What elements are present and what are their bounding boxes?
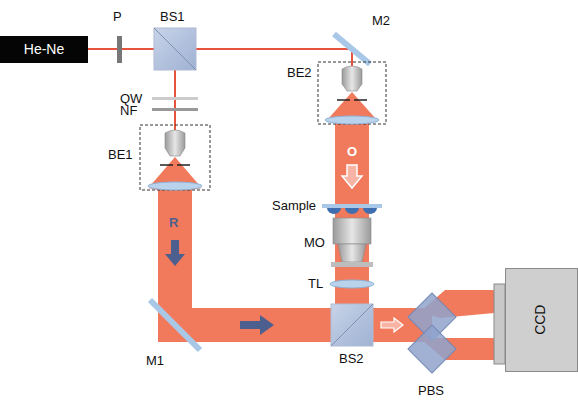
beam-arrow bbox=[342, 165, 362, 188]
part-label: MO bbox=[304, 236, 325, 250]
polarizer bbox=[117, 36, 122, 63]
laser-source: He-Ne bbox=[0, 36, 88, 63]
part-label: BE1 bbox=[108, 148, 133, 162]
mirror bbox=[334, 34, 370, 64]
part-label: P bbox=[113, 10, 122, 24]
beam-splitter-face bbox=[154, 28, 196, 70]
part-label: PBS bbox=[418, 384, 444, 398]
objective bbox=[342, 66, 362, 91]
pinhole bbox=[354, 99, 367, 101]
part-label: BS2 bbox=[339, 352, 364, 366]
beam-splitter bbox=[154, 28, 196, 70]
sample-slide bbox=[322, 204, 382, 208]
part-label: R bbox=[169, 216, 178, 230]
pinhole bbox=[160, 164, 173, 166]
beam-arrow bbox=[381, 318, 403, 332]
pinhole bbox=[337, 99, 350, 101]
tube-lens bbox=[330, 280, 374, 288]
pinhole bbox=[177, 164, 190, 166]
objective bbox=[165, 130, 185, 156]
beam-expander bbox=[140, 125, 210, 190]
node-text: He-Ne bbox=[24, 42, 64, 57]
part-label: NF bbox=[120, 104, 137, 118]
sample bbox=[327, 208, 377, 214]
beam-arrow bbox=[240, 315, 274, 335]
beam-expander bbox=[318, 62, 386, 124]
part-label: BE2 bbox=[287, 66, 312, 80]
microscope-objective bbox=[331, 262, 373, 267]
part-label: Sample bbox=[272, 199, 316, 213]
node-text: CCD bbox=[534, 305, 549, 335]
part-label: M1 bbox=[146, 354, 164, 368]
lens bbox=[148, 182, 202, 190]
polarizing-beam-splitter bbox=[408, 325, 456, 373]
lens bbox=[325, 116, 379, 124]
mirror bbox=[150, 300, 200, 350]
beam-arrow bbox=[165, 240, 185, 266]
ccd-camera: CCD bbox=[505, 268, 578, 372]
neutral-filter bbox=[152, 108, 198, 111]
microscope-objective bbox=[338, 244, 366, 262]
laser-beam bbox=[88, 48, 352, 50]
part-label: BS1 bbox=[160, 10, 185, 24]
combined-beam bbox=[175, 308, 432, 342]
part-label: M2 bbox=[372, 14, 390, 28]
beam-splitter bbox=[331, 304, 373, 346]
ccd-face bbox=[494, 284, 505, 364]
part-label: O bbox=[347, 145, 357, 159]
microscope-objective bbox=[333, 218, 371, 244]
quarter-wave-plate bbox=[152, 97, 198, 100]
beam-splitter-face bbox=[331, 304, 373, 346]
diverging-beam bbox=[328, 92, 376, 119]
part-label: TL bbox=[308, 277, 323, 291]
reference-beam-wide bbox=[158, 190, 192, 308]
